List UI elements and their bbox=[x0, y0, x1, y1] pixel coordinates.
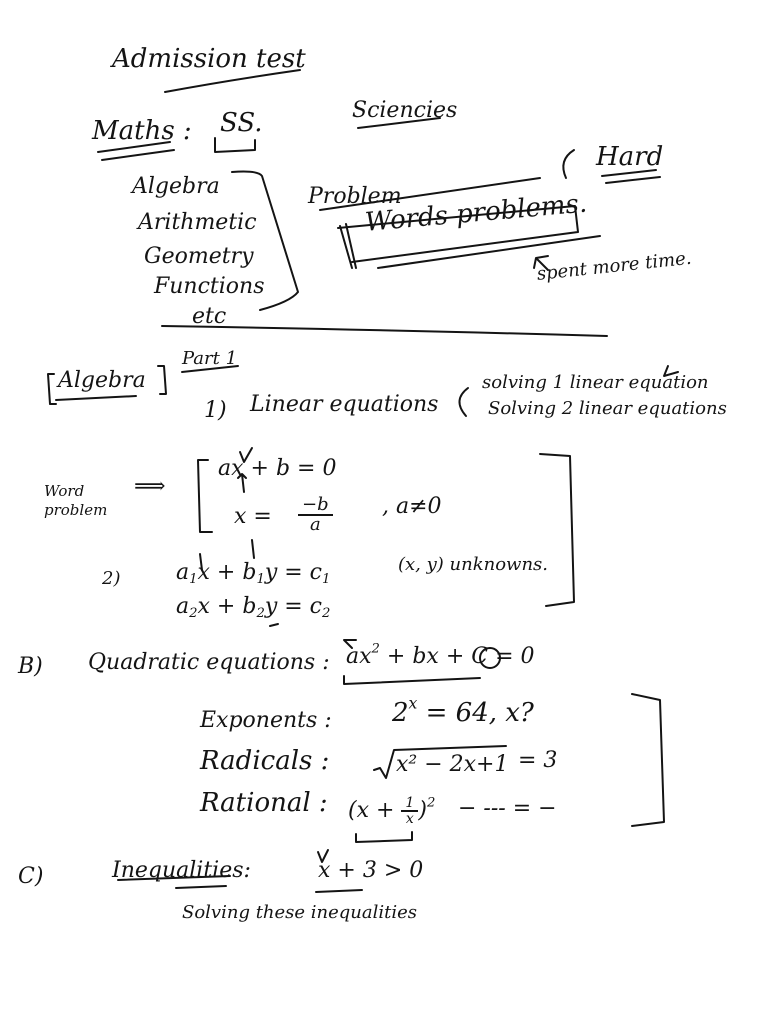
sys1-x: x + b bbox=[197, 560, 257, 585]
unknowns-note: (x, y) unknowns. bbox=[398, 554, 549, 575]
hard-underline-2 bbox=[605, 176, 661, 184]
system-equation-1: a1x + b1y = c1 bbox=[176, 560, 331, 587]
topic-etc: etc bbox=[192, 304, 227, 329]
subject-sciences: Sciencies bbox=[352, 98, 458, 123]
quadratic-equals: = bbox=[495, 644, 514, 669]
sys-mark-2 bbox=[251, 539, 255, 559]
system-equation-2: a2x + b2y = c2 bbox=[176, 594, 331, 621]
exponents-rest: = 64, x? bbox=[417, 698, 534, 728]
sys1-b-sub: 1 bbox=[256, 571, 265, 587]
fraction-numerator: −b bbox=[298, 496, 333, 516]
exponents-sup: x bbox=[408, 694, 418, 713]
rational-open: (x + bbox=[348, 798, 402, 823]
rational-rhs: − ‐‐‐ = − bbox=[458, 796, 557, 821]
section-b-label: B) bbox=[18, 654, 43, 679]
spent-more-time-note: spent more time. bbox=[535, 247, 693, 285]
item1-note2: Solving 2 linear equations bbox=[488, 398, 727, 419]
topic-functions: Functions bbox=[154, 274, 265, 299]
linear-equation: ax + b = 0 bbox=[218, 456, 337, 481]
radicals-label: Radicals : bbox=[200, 746, 330, 776]
problem-label: Problem bbox=[308, 184, 402, 209]
implies-arrow: ⟹ bbox=[134, 474, 166, 499]
quadratic-a-sup: 2 bbox=[371, 641, 380, 657]
subject-maths: Maths : bbox=[92, 116, 192, 146]
inequality-note: Solving these inequalities bbox=[182, 902, 418, 923]
words-box-left-2 bbox=[345, 223, 357, 269]
exponent-bracket bbox=[631, 693, 665, 827]
quadratic-underline bbox=[343, 675, 481, 685]
radicals-expression: x² − 2x+1 bbox=[396, 752, 509, 777]
ss-bracket bbox=[214, 137, 256, 153]
algebra-left-bracket bbox=[47, 373, 57, 405]
algebra-section-label: Algebra bbox=[58, 368, 146, 393]
item1-title: Linear equations bbox=[250, 392, 439, 417]
item1-note1: solving 1 linear equation bbox=[482, 372, 709, 393]
sys2-c-sub: 2 bbox=[322, 605, 331, 621]
quadratic-rest: + bx + C bbox=[379, 644, 489, 669]
ineq-underline bbox=[315, 889, 363, 893]
section-c-title: Inequalities: bbox=[112, 858, 251, 883]
equation-bracket-right bbox=[539, 453, 575, 607]
rational-label: Rational : bbox=[200, 788, 328, 818]
topic-geometry: Geometry bbox=[144, 244, 254, 269]
rational-numerator: 1 bbox=[401, 796, 419, 812]
exponents-label: Exponents : bbox=[200, 708, 332, 733]
topic-algebra: Algebra bbox=[132, 174, 220, 199]
linear-solution-lhs: x = bbox=[234, 504, 272, 529]
exponents-equation: 2x = 64, x? bbox=[392, 696, 534, 728]
inequality-expression: x + 3 > 0 bbox=[318, 858, 424, 883]
sys-underline bbox=[269, 623, 279, 627]
item1-number: 1) bbox=[204, 398, 227, 423]
sys2-a: a bbox=[176, 594, 190, 619]
section-b-title: Quadratic equations : bbox=[88, 650, 330, 675]
sys1-a: a bbox=[176, 560, 190, 585]
rational-sup: 2 bbox=[426, 795, 436, 811]
radicals-rhs: = 3 bbox=[518, 748, 558, 773]
rational-underline bbox=[355, 831, 413, 843]
inequalities-underline-2 bbox=[175, 885, 227, 889]
quadratic-equation: ax2 + bx + C = 0 bbox=[346, 642, 535, 669]
word-problem-label: Word problem bbox=[44, 482, 108, 519]
part1-label: Part 1 bbox=[182, 348, 238, 369]
topic-arithmetic: Arithmetic bbox=[138, 210, 257, 235]
sys1-c-sub: 1 bbox=[322, 571, 331, 587]
sys1-a-sub: 1 bbox=[189, 571, 198, 587]
algebra-right-bracket bbox=[157, 365, 167, 395]
rational-close: ) bbox=[418, 798, 427, 823]
linear-paren bbox=[458, 387, 469, 417]
quadratic-a: ax bbox=[346, 644, 372, 669]
sys2-y: y = c bbox=[264, 594, 322, 619]
subject-ss: SS. bbox=[220, 108, 263, 138]
quadratic-zero: 0 bbox=[520, 644, 535, 669]
item2-number: 2) bbox=[102, 568, 121, 589]
page-title: Admission test bbox=[112, 44, 306, 74]
section-divider bbox=[161, 325, 608, 337]
hard-label: Hard bbox=[596, 142, 664, 172]
hard-bracket bbox=[562, 149, 575, 179]
sys2-a-sub: 2 bbox=[189, 605, 198, 621]
sys2-b-sub: 2 bbox=[256, 605, 265, 621]
maths-underline-2 bbox=[101, 149, 175, 161]
sys2-x: x + b bbox=[197, 594, 257, 619]
words-box-left-1 bbox=[339, 225, 353, 269]
rational-denominator: x bbox=[405, 811, 414, 827]
section-c-label: C) bbox=[18, 864, 44, 889]
linear-condition: , a≠0 bbox=[382, 494, 442, 519]
sys1-y: y = c bbox=[264, 560, 322, 585]
exponents-base: 2 bbox=[392, 698, 409, 728]
equation-bracket-left bbox=[197, 459, 213, 533]
algebra-underline bbox=[55, 395, 137, 401]
fraction-denominator: a bbox=[309, 514, 321, 535]
